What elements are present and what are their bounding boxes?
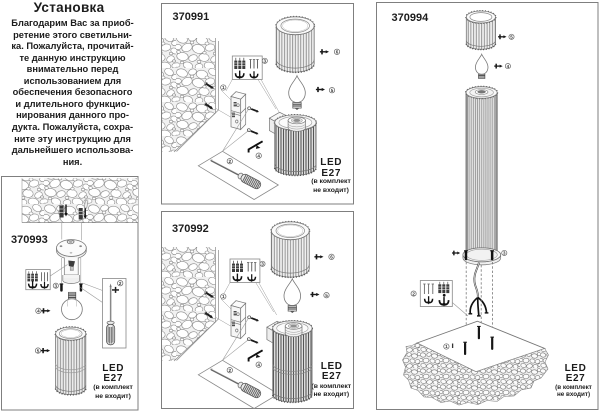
svg-text:1: 1 xyxy=(445,344,448,349)
svg-text:2: 2 xyxy=(412,291,415,296)
svg-text:4: 4 xyxy=(507,64,510,69)
svg-text:4: 4 xyxy=(257,153,260,158)
svg-text:5: 5 xyxy=(37,348,40,353)
svg-text:2: 2 xyxy=(229,159,232,164)
svg-text:1: 1 xyxy=(222,85,225,90)
svg-text:4: 4 xyxy=(37,309,40,314)
svg-text:3: 3 xyxy=(264,59,267,64)
svg-text:2: 2 xyxy=(119,281,122,286)
svg-text:5: 5 xyxy=(510,35,513,40)
svg-text:5: 5 xyxy=(331,88,334,93)
svg-text:6: 6 xyxy=(336,50,339,55)
svg-text:3: 3 xyxy=(55,283,58,288)
svg-text:3: 3 xyxy=(503,251,506,256)
